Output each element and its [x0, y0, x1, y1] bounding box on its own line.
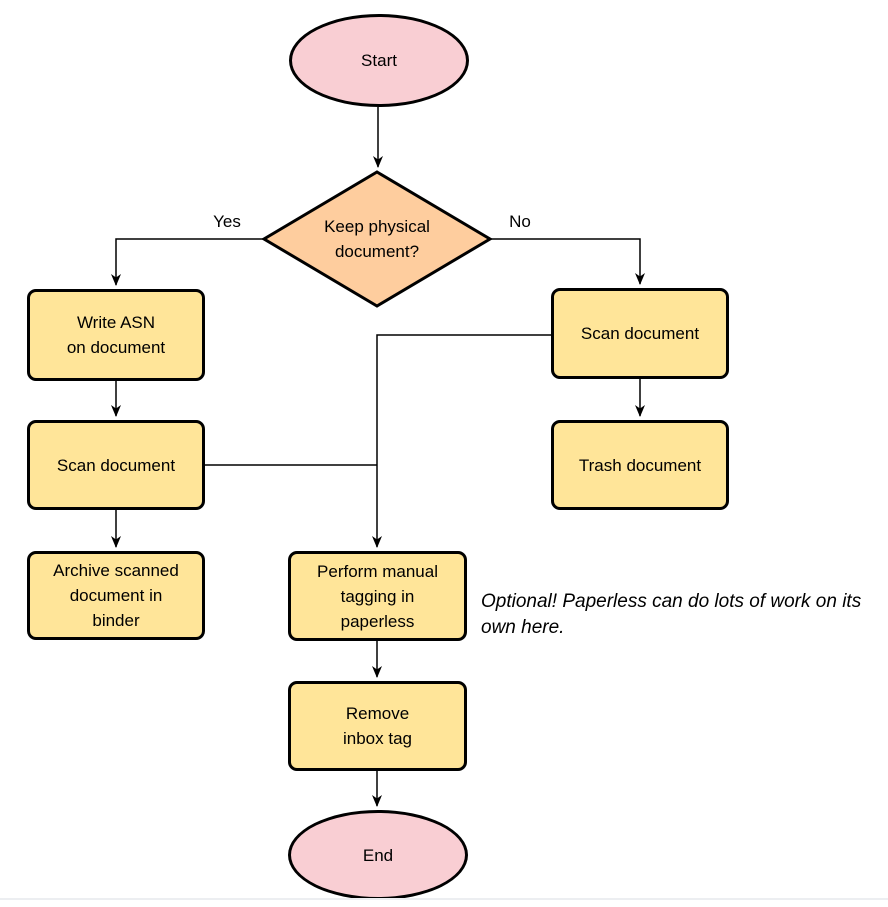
start-label: Start: [361, 51, 397, 70]
bottom-hairline: [0, 898, 888, 900]
write-asn-label: Write ASN on document: [66, 313, 166, 357]
end-terminator: End: [288, 810, 468, 900]
process-write-asn-on-document: Write ASN on document: [27, 289, 205, 381]
trash-document-label: Trash document: [578, 455, 702, 475]
process-scan-document-right: Scan document: [551, 288, 729, 379]
end-label: End: [362, 845, 394, 865]
edge-scan-right-to-tagging: [372, 334, 551, 548]
optional-note: Optional! Paperless can do lots of work …: [481, 591, 862, 638]
process-perform-manual-tagging: Perform manual tagging in paperless: [288, 551, 467, 641]
decision-label: Keep physical document?: [324, 217, 430, 261]
edge-label-yes: Yes: [213, 212, 241, 231]
process-remove-inbox-tag: Remove inbox tag: [288, 681, 467, 771]
start-terminator: Start: [289, 14, 469, 107]
edge-yes-decision-to-write-asn: [111, 238, 264, 286]
scan-document-right-label: Scan document: [580, 324, 700, 343]
process-trash-document: Trash document: [551, 420, 729, 510]
process-archive-scanned-document: Archive scanned document in binder: [27, 551, 205, 640]
edge-no-decision-to-scan-right: [490, 238, 645, 285]
decision-keep-physical-document: Keep physical document?: [272, 210, 482, 268]
process-scan-document-left: Scan document: [27, 420, 205, 510]
remove-inbox-tag-label: Remove inbox tag: [343, 704, 412, 748]
scan-document-left-label: Scan document: [56, 455, 176, 475]
tagging-label: Perform manual tagging in paperless: [317, 561, 438, 631]
edge-label-no: No: [509, 212, 531, 231]
archive-label: Archive scanned document in binder: [53, 561, 179, 630]
